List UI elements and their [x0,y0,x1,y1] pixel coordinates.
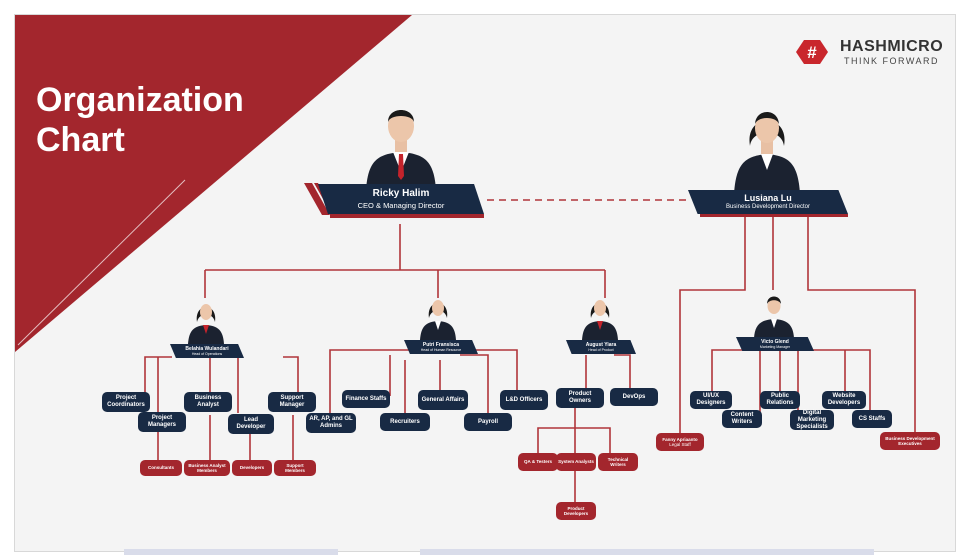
unit-website-developers: Website Developers [822,391,866,409]
hr-head-name: Putri Fransisca [422,342,460,348]
brand-name: HASHMICRO [840,38,944,55]
hr-head-role: Head of Human Resource [420,348,462,352]
hr-head-nameplate: Putri Fransisca Head of Human Resource [404,340,478,354]
leaf-support-members: Support Members [274,460,316,476]
bottom-bar-left [124,549,338,555]
unit-recruiters: Recruiters [380,413,430,431]
unit-devops: DevOps [610,388,658,406]
unit-support-manager: Support Manager [268,392,316,412]
unit-ui-ux-designers: UI/UX Designers [690,391,732,409]
ops-head-avatar [188,304,224,344]
hash-icon: # [796,40,828,64]
page-title: Organization Chart [36,80,244,160]
bizdev-avatar [734,112,800,194]
unit-project-managers: Project Managers [138,412,186,432]
ceo-nameplate: Ricky Halim CEO & Managing Director [318,184,484,214]
leaf-technical-writers: Technical Writers [598,453,638,471]
ceo-plate-accent [304,183,330,215]
marketing-head-avatar [754,296,794,338]
unit-digital-marketing-specialists: Digital Marketing Specialists [790,410,834,430]
unit-general-affairs: General Affairs [418,390,468,410]
legal-staff-role: Legal Staff [669,442,691,447]
leaf-legal-staff: Fanny Apriaanto Legal Staff [656,433,704,451]
ops-head-name: Belahia Wulandari [185,346,229,352]
unit-finance-staffs: Finance Staffs [342,390,390,408]
ceo-avatar [366,110,436,190]
unit-lead-developer: Lead Developer [228,414,274,434]
hr-head-avatar [420,300,456,340]
bizdev-role: Business Development Director [725,204,811,210]
leaf-consultants: Consultants [140,460,182,476]
title-line-1: Organization [36,81,244,119]
unit-public-relations: Public Relations [760,391,800,409]
unit-product-owners: Product Owners [556,388,604,408]
leaf-business-analyst-members: Business Analyst Members [184,460,230,476]
bizdev-nameplate: Lusiana Lu Business Development Director [688,190,848,214]
legal-staff-name: Fanny Apriaanto [662,436,698,442]
bottom-bar-right [420,549,874,555]
bizdev-plate-underline [700,214,848,217]
unit-ld-officers: L&D Officers [500,390,548,410]
marketing-head-nameplate: Victo Glend Marketing Manager [736,337,814,351]
leaf-qa-testers: QA & Testers [518,453,558,471]
unit-project-coordinators: Project Coordinators [102,392,150,412]
title-banner [15,15,412,352]
product-head-name: August Yiara [585,342,617,348]
ceo-role: CEO & Managing Director [357,201,445,210]
ops-head-role: Head of Operations [191,352,223,356]
leaf-system-analysts: System Analysts [556,453,596,471]
banner-diagonal-line [17,179,186,346]
unit-ar-ap-gl-admins: AR, AP, and GL Admins [306,413,356,433]
marketing-head-role: Marketing Manager [759,345,791,349]
unit-business-analyst: Business Analyst [184,392,232,412]
marketing-head-name: Victo Glend [761,339,789,345]
ops-head-nameplate: Belahia Wulandari Head of Operations [170,344,244,358]
bizdev-name: Lusiana Lu [744,193,792,203]
product-head-nameplate: August Yiara Head of Product [566,340,636,354]
leaf-product-developers: Product Developers [556,502,596,520]
svg-text:#: # [807,43,817,62]
brand-logo: # HASHMICRO THINK FORWARD [796,38,956,70]
leaf-business-development-executives: Business Development Executives [880,432,940,450]
unit-content-writers: Content Writers [722,410,762,428]
title-line-2: Chart [36,121,125,159]
product-head-avatar [582,300,618,340]
ceo-name: Ricky Halim [372,188,430,199]
product-head-role: Head of Product [588,348,614,352]
unit-cs-staffs: CS Staffs [852,410,892,428]
leaf-developers: Developers [232,460,272,476]
ceo-plate-underline [330,214,484,218]
unit-payroll: Payroll [464,413,512,431]
brand-tagline: THINK FORWARD [844,56,939,66]
